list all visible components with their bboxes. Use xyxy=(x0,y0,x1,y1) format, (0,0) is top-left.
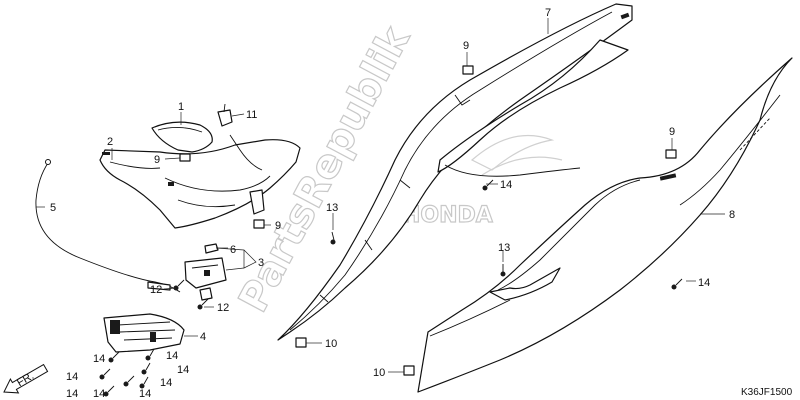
callout-14-h: 14 xyxy=(500,179,512,191)
callout-10-outer: 10 xyxy=(373,367,385,379)
callout-3: 3 xyxy=(258,257,264,269)
callout-12-a: 12 xyxy=(150,284,162,296)
part-2-inner-tray xyxy=(99,134,301,229)
screw-14-a xyxy=(108,351,120,363)
screw-12-b xyxy=(197,298,209,310)
clip-10-b xyxy=(403,365,415,376)
callout-14-e: 14 xyxy=(160,377,172,389)
callout-12-b: 12 xyxy=(217,302,229,314)
callout-13-b: 13 xyxy=(498,242,510,254)
callout-14-g: 14 xyxy=(139,388,151,400)
callout-14-j: 14 xyxy=(93,388,105,400)
callout-8: 8 xyxy=(729,209,735,221)
screw-14-f xyxy=(103,385,115,397)
callout-4: 4 xyxy=(200,331,206,343)
callout-6: 6 xyxy=(230,244,236,256)
part-4-lock-mechanism xyxy=(103,313,185,353)
leader-lines xyxy=(36,18,725,373)
callout-9-inner-cover: 9 xyxy=(463,40,469,52)
callout-labels: 1 2 3 4 5 6 7 8 9 9 9 9 10 10 11 12 12 1… xyxy=(50,7,735,400)
screw-12-a xyxy=(173,279,185,291)
watermark-brand: HONDA xyxy=(402,203,493,228)
callout-2: 2 xyxy=(107,136,113,148)
callout-5: 5 xyxy=(50,202,56,214)
callout-14-a: 14 xyxy=(93,353,105,365)
callout-11: 11 xyxy=(246,109,257,121)
screw-14-g xyxy=(139,376,149,389)
callout-14-f: 14 xyxy=(66,388,78,400)
part-9-clips xyxy=(179,65,677,229)
clip-10-a xyxy=(295,337,307,348)
screw-14-i xyxy=(671,278,683,290)
callout-10-inner: 10 xyxy=(325,338,337,350)
callout-9-tray: 9 xyxy=(275,220,281,232)
screw-14-d xyxy=(141,362,151,375)
screw-14-e xyxy=(123,375,135,387)
callout-14-b: 14 xyxy=(166,350,178,362)
part-7-inner-side-cover xyxy=(277,3,633,341)
part-1-lid xyxy=(151,121,213,153)
front-direction-arrow: FR. xyxy=(3,363,49,394)
screw-14-b xyxy=(145,348,155,361)
part-8-outer-side-cover xyxy=(417,57,793,393)
screw-14-c xyxy=(99,368,111,380)
callout-9-lid: 9 xyxy=(154,154,160,166)
callout-13-a: 13 xyxy=(326,202,338,214)
screws xyxy=(99,179,683,397)
callout-14-i: 14 xyxy=(698,277,710,289)
screw-13-b xyxy=(500,264,506,277)
part-5-cable xyxy=(35,159,181,293)
part-11-clip xyxy=(217,103,233,127)
screw-13-a xyxy=(330,231,336,245)
callout-14-d: 14 xyxy=(177,364,189,376)
callout-9-outer-cover: 9 xyxy=(669,126,675,138)
drawing-code: K36JF1500 xyxy=(741,387,793,398)
callout-14-c: 14 xyxy=(66,371,78,383)
screw-14-h xyxy=(482,179,494,191)
callout-1: 1 xyxy=(178,101,184,113)
part-3-latch-assembly xyxy=(184,243,227,301)
callout-7: 7 xyxy=(545,7,551,19)
honda-wing-logo xyxy=(470,134,563,176)
